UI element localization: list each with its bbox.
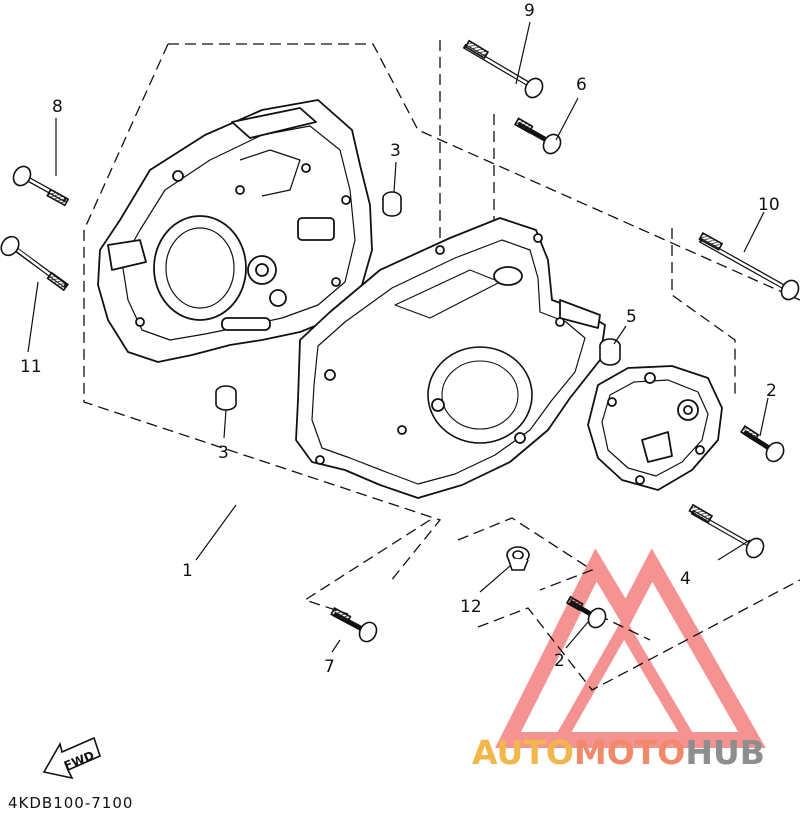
bolt-6: [513, 117, 562, 155]
callout-label: 9: [524, 1, 535, 21]
leader-lines: [27, 21, 769, 653]
callout-label: 7: [324, 657, 335, 677]
dowel-pin-3-lower: [215, 385, 237, 411]
bolt-7: [330, 607, 378, 643]
assembly-outline: [83, 40, 800, 691]
callout-label: 8: [52, 97, 63, 117]
bolt-4: [688, 503, 765, 559]
brand-part-2: MOTO: [573, 733, 686, 772]
callout-label: 2: [554, 651, 565, 671]
right-crankcase-half: [295, 217, 606, 499]
bolt-2-lower: [565, 595, 607, 629]
side-cover: [587, 365, 723, 491]
part-code: 4KDB100-7100: [8, 794, 134, 812]
bolt-8: [12, 165, 70, 207]
left-crankcase-half: [97, 99, 373, 363]
dowel-pin-5: [599, 338, 621, 366]
callout-label: 12: [460, 597, 482, 617]
bolt-11: [0, 235, 69, 292]
callout-label: 3: [218, 443, 229, 463]
watermark-brand: AUTOMOTOHUB: [472, 733, 765, 772]
callout-label: 5: [626, 307, 637, 327]
bolt-9: [462, 39, 544, 99]
callout-label: 10: [758, 195, 780, 215]
callout-label: 6: [576, 75, 587, 95]
brand-part-1: AUTO: [472, 733, 574, 772]
bolt-2-upper: [740, 425, 785, 463]
brand-part-3: HUB: [685, 733, 765, 772]
callout-label: 3: [390, 141, 401, 161]
bolt-10: [698, 231, 800, 301]
grommet-12: [506, 546, 530, 571]
callout-label: 11: [20, 357, 42, 377]
dowel-pin-3-upper: [382, 191, 402, 217]
callout-label: 4: [680, 569, 691, 589]
callout-label: 2: [766, 381, 777, 401]
watermark-logo-icon: [495, 548, 766, 748]
forward-arrow-icon: FWD: [42, 736, 101, 780]
callout-label: 1: [182, 561, 193, 581]
callout-labels: 1 2 2 3 3 4 5 6 7 8 9 10 11 12: [20, 1, 780, 677]
